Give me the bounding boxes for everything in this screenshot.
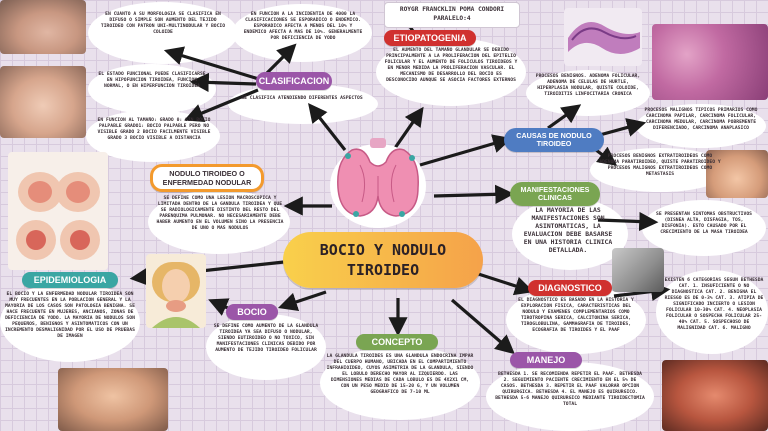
central-title-text: BOCIO Y NODULO TIROIDEO xyxy=(319,241,447,279)
text-bubble xyxy=(506,286,646,354)
text-bubble xyxy=(636,104,766,148)
arrow xyxy=(184,88,259,123)
woman-illustration xyxy=(146,254,206,328)
clasificacion-estado-text: EL ESTADO FUNCIONAL PUEDE CLASIFICARSE E… xyxy=(98,72,206,89)
diagnostico-text: EL DIAGNOSTICO ES BASADO EN LA HISTORIA … xyxy=(518,298,634,333)
thyroid-drawing xyxy=(16,172,100,260)
arrow xyxy=(597,211,659,232)
arrow xyxy=(595,118,647,138)
neck-photo xyxy=(706,150,768,198)
node-causas[interactable]: CAUSAS DE NODULO TIROIDEO xyxy=(504,128,604,152)
exam-photo xyxy=(612,248,664,292)
arrow xyxy=(308,102,347,151)
manejo-text: BETHESDA 1. SE RECOMIENDA REPETIR EL PAA… xyxy=(495,372,645,407)
author-name: ROYGR FRANCKLIN POMA CONDORI xyxy=(399,6,505,13)
clasificacion-morfologia-text: EN CUANTO A SU MORFOLOGIA SE CLASIFICA E… xyxy=(100,12,226,35)
node-manifestaciones[interactable]: MANIFESTACIONES CLINICAS xyxy=(510,182,600,206)
node-diagnostico[interactable]: DIAGNOSTICO xyxy=(528,280,612,296)
clasificacion-tamano-text: EN FUNCION AL TAMAÑO: GRADO 0: SIN BOCIO… xyxy=(97,118,211,141)
woman-drawing xyxy=(152,262,200,328)
neck-photo xyxy=(58,368,168,431)
surgery-photo xyxy=(662,360,768,431)
node-nodulo-enfermedad[interactable]: NODULO TIROIDEO O ENFERMEDAD NODULAR xyxy=(150,164,264,192)
causas-benignos-text: PROCESOS BENIGNOS. ADENOMA FOLICULAR, AD… xyxy=(535,74,641,97)
text-bubble xyxy=(526,70,650,116)
neck-photo xyxy=(0,66,86,138)
arrow xyxy=(450,298,515,355)
epidemiologia-text: EL BOCIO Y LA ENFERMEDAD NODULAR TIROIDE… xyxy=(5,292,135,339)
author-group: PARALELO:4 xyxy=(433,15,471,22)
text-bubble xyxy=(656,270,768,354)
clasificacion-incidencia-text: EN FUNCION A LA INCIDENTIA DE 4000 LA CL… xyxy=(243,12,363,41)
bethesda-text: EXISTEN 6 CATEGORIAS SEGUN BETHESDA CAT.… xyxy=(664,278,764,331)
node-manejo[interactable]: MANEJO xyxy=(510,352,582,368)
arrow xyxy=(433,184,515,204)
text-bubble xyxy=(148,190,290,254)
text-bubble xyxy=(232,4,372,62)
sintomas-text: SE PRESENTAN SINTOMAS OBSTRUCTIVOS (DISN… xyxy=(656,212,752,235)
arrow xyxy=(163,46,263,82)
bocio-text: SE DEFINE COMO AUMENTO DE LA GLANDULA TI… xyxy=(213,324,319,353)
thyroid-illustration xyxy=(8,152,108,270)
central-title: BOCIO Y NODULO TIROIDEO xyxy=(283,232,483,288)
arrow xyxy=(189,72,257,93)
node-clasificacion[interactable]: CLASIFICACION xyxy=(256,72,332,90)
node-concepto[interactable]: CONCEPTO xyxy=(356,334,438,350)
author-label: ROYGR FRANCKLIN POMA CONDORI PARALELO:4 xyxy=(384,2,520,28)
nodulo-text: SE DEFINE COMO UNA LESION MACROSCOPICA Y… xyxy=(156,196,284,231)
node-etiopatogenia[interactable]: ETIOPATOGENIA xyxy=(384,30,476,46)
arrow xyxy=(277,290,327,312)
causas-extratiroideos-text: PROCESOS BENIGNOS EXTRATIROIDEOS COMO AD… xyxy=(599,154,721,177)
text-bubble xyxy=(206,314,326,380)
text-bubble xyxy=(486,362,654,431)
node-epidemiologia[interactable]: EPIDEMIOLOGIA xyxy=(22,272,118,288)
manifestaciones-text: LA MAYORIA DE LAS MANIFESTACIONES SON AS… xyxy=(523,206,613,254)
arrow xyxy=(393,106,424,149)
histology-photo xyxy=(564,8,642,66)
causas-malignos-text: PROCESOS MALIGNOS TIPICOS PRIMARIOS COMO… xyxy=(644,108,758,131)
text-bubble xyxy=(512,198,628,270)
text-bubble xyxy=(376,38,526,106)
text-bubble xyxy=(88,2,238,64)
neck-photo xyxy=(0,0,86,54)
etiopatogenia-text: EL AUMENTO DEL TAMAÑO GLANDULAR SE DEBID… xyxy=(384,48,518,83)
text-bubble xyxy=(642,200,766,256)
node-bocio[interactable]: BOCIO xyxy=(226,304,278,320)
arrow xyxy=(547,104,582,130)
clasificacion-aspectos-text: SE CLASIFICA ATENDIENDO DIFERENTES ASPEC… xyxy=(241,96,363,101)
text-bubble xyxy=(0,282,140,362)
arrow xyxy=(595,146,618,166)
tissue-drawing xyxy=(568,22,640,54)
histology-photo xyxy=(652,24,768,100)
text-bubble xyxy=(320,346,480,420)
concepto-text: LA GLANDULA TIROIDES ES UNA GLANDULA END… xyxy=(326,354,474,395)
arrow xyxy=(419,134,513,167)
